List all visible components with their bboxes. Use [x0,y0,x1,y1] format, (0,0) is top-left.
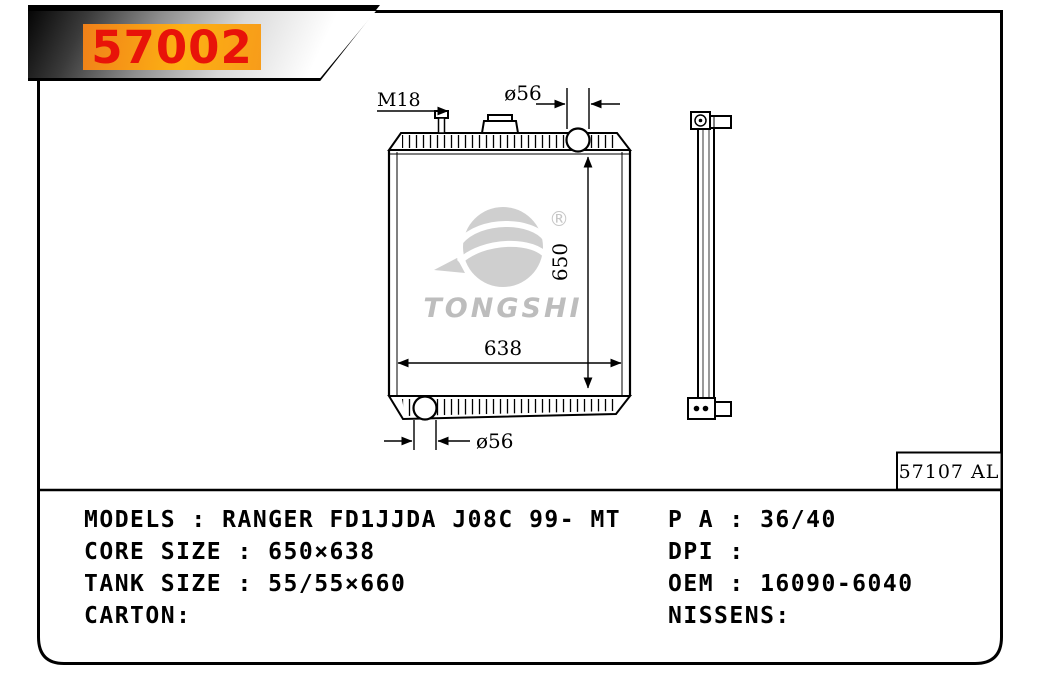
part-number-banner: 57002 [28,5,380,81]
part-number: 57002 [91,20,253,74]
svg-text:M18: M18 [377,89,421,111]
svg-text:ø56: ø56 [476,429,514,453]
dimension-bottom-diameter: ø56 [384,420,514,453]
ref-code-text: 57107 AL [899,461,1000,483]
registered-mark: ® [549,207,569,231]
dimension-width: 638 [397,336,622,368]
spec-models: MODELS : RANGER FD1JJDA J08C 99- MT [84,507,622,533]
page-frame [37,10,1003,665]
ref-code-box: 57107 AL [896,451,1003,491]
dimension-m18: M18 [377,89,449,116]
spec-core-size: CORE SIZE : 650×638 [84,539,376,565]
brand-logo-icon: ® [434,207,569,287]
spec-tank-size: TANK SIZE : 55/55×660 [84,571,407,597]
spec-list-left: MODELS : RANGER FD1JJDA J08C 99- MT CORE… [84,504,621,632]
radiator-front-view [387,110,633,421]
svg-text:650: 650 [548,243,572,281]
radiator-side-view [687,111,732,420]
part-number-box: 57002 [83,24,261,70]
dimension-height: 650 [548,156,593,389]
spec-carton: CARTON: [84,603,192,629]
spec-dpi: DPI : [668,539,745,565]
brand-watermark-text: TONGSHI [423,293,582,324]
spec-oem: OEM : 16090-6040 [668,571,914,597]
spec-list-right: P A : 36/40 DPI : OEM : 16090-6040 NISSE… [668,504,914,632]
svg-text:ø56: ø56 [504,81,542,105]
spec-nissens: NISSENS: [668,603,791,629]
spec-pa: P A : 36/40 [668,507,837,533]
svg-text:638: 638 [484,336,522,360]
dimension-top-diameter: ø56 [504,81,620,129]
